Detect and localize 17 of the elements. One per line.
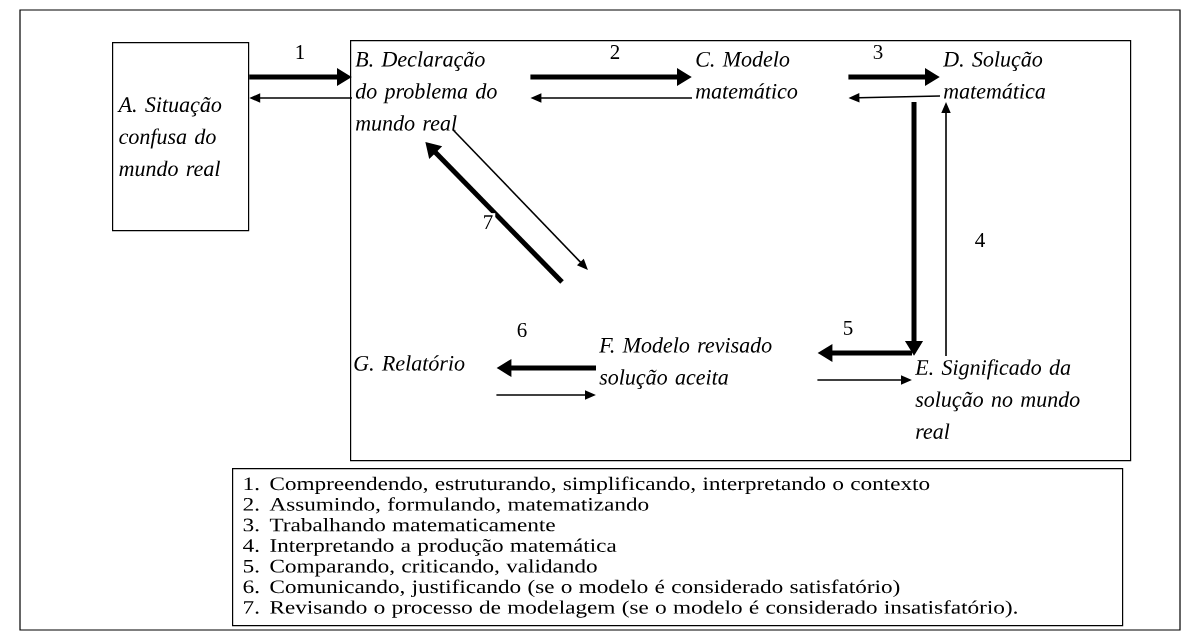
edge-label: 3 [870, 42, 886, 62]
stage-text: D. Solução matemática [942, 51, 1046, 99]
edge-label: 7 [480, 213, 496, 231]
edge-label: 2 [607, 43, 623, 61]
stage-text: F. Modelo revisado solução aceita [599, 337, 772, 390]
stage-text: G. Relatório [354, 355, 465, 371]
region-box [350, 40, 1132, 462]
edge-label: 4 [972, 231, 988, 249]
numbered-list-box: 1. Compreendendo, estruturando, simplificando, interpretando o contexto 2. Assumindo, formulando, matematizando 3. Trabalhando matematicamente 4. Interpretando a produção matemática 5. Comparando, criticando, validando 6. Comunicando, justificando (se o modelo é considerado satisfatório) 7. Revisando o processo de modelagem (se o modelo é considerado insatisfatório). [232, 468, 1124, 627]
arrow [452, 129, 588, 270]
edge-label: 1 [292, 43, 308, 61]
stage-text: C. Modelo matemático [696, 51, 798, 99]
edge-label: 5 [840, 319, 856, 337]
stage-text: E. Significado da solução no mundo real [914, 359, 1080, 439]
situation-box: A. Situação confusa do mundo real [112, 42, 250, 232]
edge-label: 6 [514, 320, 530, 340]
stage-text: B. Declaração do problema do mundo real [355, 51, 497, 131]
